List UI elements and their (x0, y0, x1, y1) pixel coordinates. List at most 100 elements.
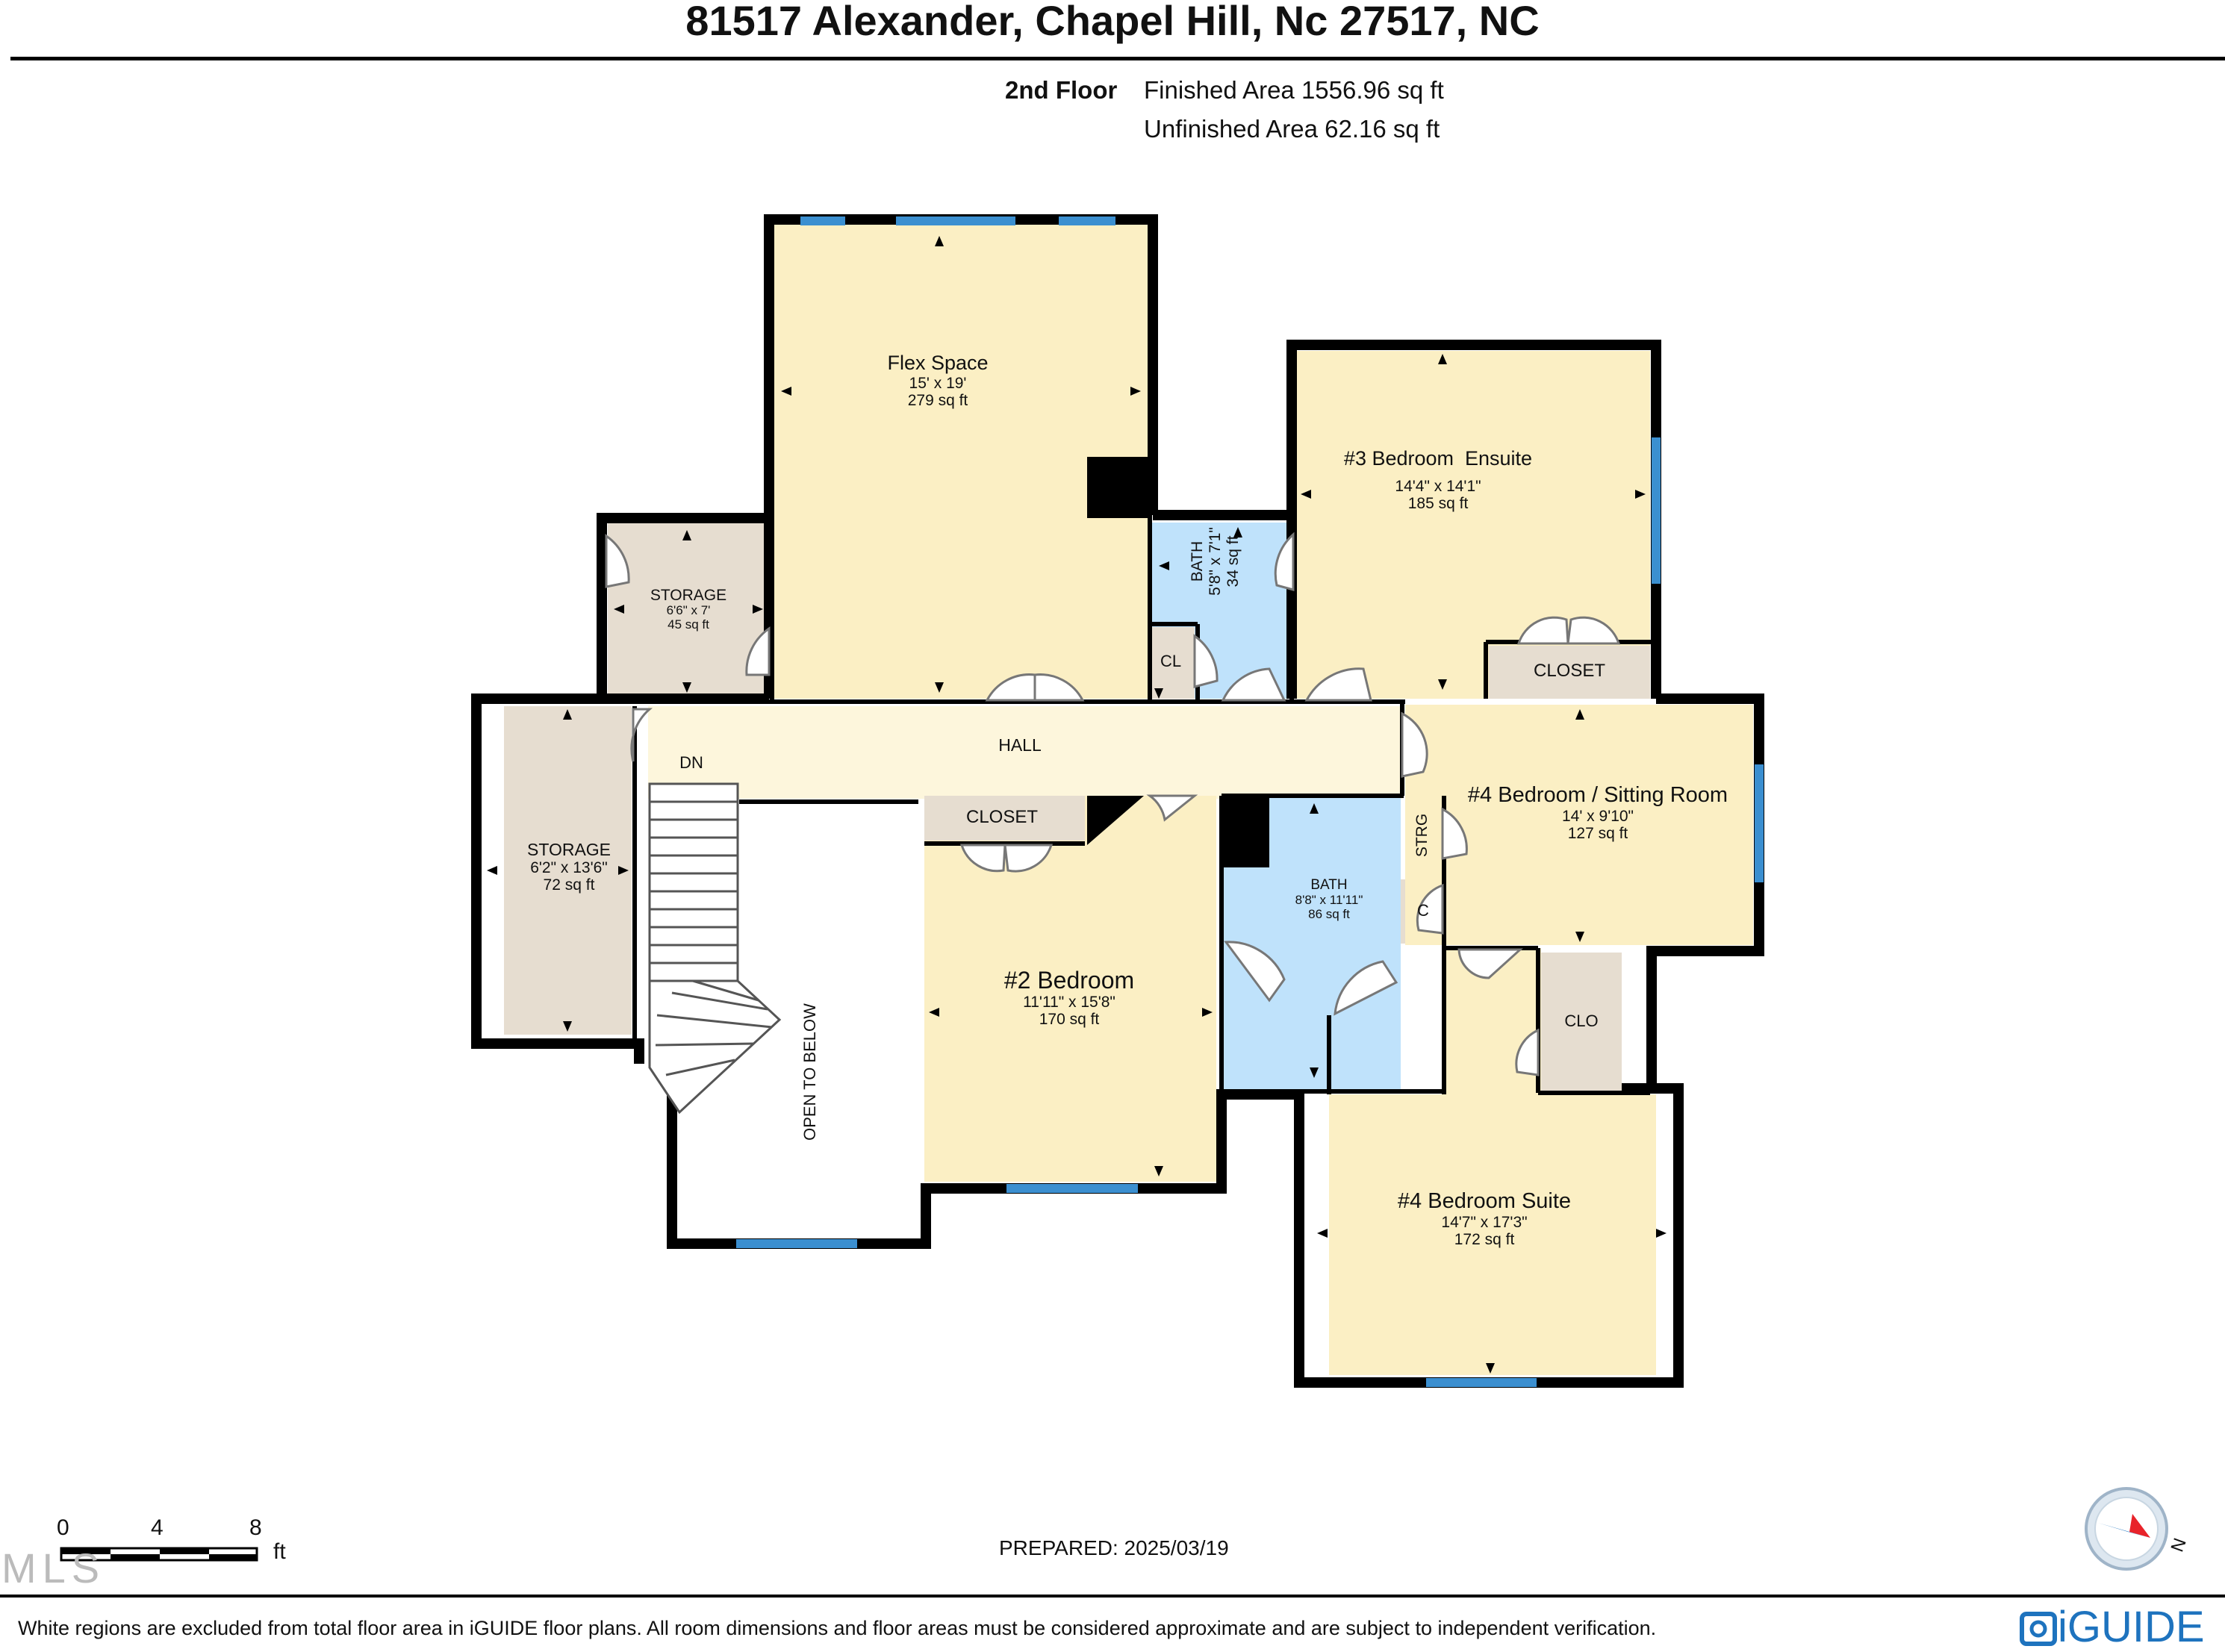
flex-space-fill (774, 224, 1148, 699)
room-closet-bed3: CLOSET (1533, 661, 1606, 681)
room-bath-top-area: 34 sq ft (1224, 535, 1242, 587)
room-name: #3 Bedroom Ensuite (1343, 447, 1533, 470)
room-dims: 15' x 19' (909, 374, 967, 392)
door-swing-icon (745, 626, 771, 676)
room-area: 72 sq ft (543, 876, 595, 894)
door-swing-icon (1441, 807, 1468, 860)
door-swing-icon (1457, 948, 1523, 979)
closet-bed3-fill (1489, 646, 1650, 699)
storage-top-fill (608, 523, 771, 699)
room-storage-left: STORAGE 6'2" x 13'6" 72 sq ft (526, 840, 612, 894)
compass-icon (2085, 1487, 2168, 1571)
room-cl-top: CL (1160, 652, 1182, 670)
room-area: 127 sq ft (1567, 824, 1628, 842)
wall-left-outer (471, 693, 769, 1064)
iguide-brand: iGUIDE (2058, 1603, 2205, 1651)
door-swing-icon (1515, 1028, 1540, 1076)
door-swing-icon (1033, 673, 1085, 702)
room-name: #4 Bedroom / Sitting Room (1467, 783, 1728, 807)
room-c-mid: C (1417, 901, 1429, 920)
closet-bed2-corner (1087, 796, 1144, 845)
room-name: BATH (1310, 877, 1348, 893)
room-hall: HALL (998, 735, 1042, 755)
room-dims: 11'11" x 15'8" (1023, 994, 1115, 1012)
mls-watermark: MLS (1, 1545, 106, 1592)
door-swing-icon (1334, 960, 1398, 1016)
dimension-arrows (487, 236, 1667, 1374)
room-area: 185 sq ft (1407, 494, 1469, 512)
room-bath-top-name: BATH (1189, 540, 1206, 582)
door-swing-icon (1221, 667, 1286, 702)
header-rule (10, 57, 2225, 60)
interior-walls (632, 515, 1653, 1095)
door-swing-icon (1304, 667, 1372, 702)
room-clo: CLO (1564, 1012, 1599, 1030)
room-dims: 6'6" x 7' (666, 603, 711, 618)
room-name: STORAGE (650, 587, 727, 604)
clo-fill (1541, 953, 1622, 1091)
door-swing-icon (959, 844, 1006, 873)
room-dims: 14'7" x 17'3" (1441, 1213, 1528, 1231)
room-bed4-suite: #4 Bedroom Suite 14'7" x 17'3" 172 sq ft (1397, 1189, 1572, 1248)
hall-fill (648, 706, 1402, 799)
doors (605, 532, 1621, 1076)
page-title: 81517 Alexander, Chapel Hill, Nc 27517, … (685, 0, 1540, 44)
room-name: #2 Bedroom (1003, 967, 1135, 994)
room-dims: 8'8" x 11'11" (1295, 892, 1363, 907)
room-bath-top-dims: 5'8" x 7'1" (1207, 527, 1224, 596)
door-swing-icon (605, 534, 630, 588)
stairs-icon (648, 782, 782, 1115)
room-area: 45 sq ft (668, 617, 709, 632)
scale-tick-0: 0 (57, 1515, 69, 1540)
room-bed4-sitting: #4 Bedroom / Sitting Room 14' x 9'10" 12… (1467, 783, 1728, 842)
room-bed3: #3 Bedroom Ensuite 14'4" x 14'1" 185 sq … (1343, 447, 1533, 512)
room-dims: 14' x 9'10" (1561, 807, 1634, 825)
unfinished-area: Unfinished Area 62.16 sq ft (1144, 115, 1440, 143)
wall-storage-top (597, 513, 769, 699)
door-swing-icon (1224, 941, 1286, 1003)
room-open-below: OPEN TO BELOW (800, 1003, 819, 1141)
finished-area: Finished Area 1556.96 sq ft (1144, 76, 1444, 104)
room-bed2: #2 Bedroom 11'11" x 15'8" 170 sq ft (1004, 967, 1134, 1028)
door-swing-icon (1401, 711, 1428, 778)
room-dims: 14'4" x 14'1" (1395, 477, 1481, 495)
chimney-bath (1223, 796, 1269, 867)
door-swing-icon (630, 708, 653, 762)
prepared-date: PREPARED: 2025/03/19 (999, 1536, 1229, 1559)
wall-bed4-sitting (1646, 693, 1764, 1088)
scale-tick-8: 8 (249, 1515, 262, 1540)
door-swing-icon (1193, 634, 1219, 688)
room-area: 86 sq ft (1308, 906, 1350, 921)
door-swing-icon (1516, 616, 1569, 645)
windows (736, 216, 1764, 1387)
room-name: Flex Space (887, 352, 989, 374)
door-swing-icon (1146, 794, 1198, 822)
room-bath-mid: BATH 8'8" x 11'11" 86 sq ft (1295, 877, 1363, 921)
storage-left-fill (504, 706, 632, 1035)
room-area: 170 sq ft (1039, 1011, 1100, 1029)
scale-tick-4: 4 (151, 1515, 164, 1540)
disclaimer: White regions are excluded from total fl… (18, 1617, 1657, 1639)
footer-rule (0, 1595, 2225, 1598)
scale-bar (60, 1547, 258, 1562)
stairs-dn-label: DN (679, 753, 703, 772)
room-name: STORAGE (526, 840, 612, 859)
bed4-sitting-fill (1405, 705, 1753, 945)
room-closet-bed2: CLOSET (965, 807, 1039, 827)
chimney-flex (1087, 457, 1148, 518)
room-storage-top: STORAGE 6'6" x 7' 45 sq ft (650, 587, 726, 632)
cl-top-fill (1150, 627, 1195, 699)
bed4-suite-fill (1329, 1094, 1656, 1375)
scale-unit: ft (273, 1539, 286, 1564)
room-flex-space: Flex Space 15' x 19' 279 sq ft (887, 352, 988, 409)
floor-label: 2nd Floor (1005, 76, 1118, 104)
room-strg: STRG (1413, 813, 1431, 858)
room-dims: 6'2" x 13'6" (530, 859, 608, 877)
room-area: 279 sq ft (907, 391, 968, 409)
room-area: 172 sq ft (1454, 1230, 1515, 1248)
iguide-logo-icon (2020, 1612, 2057, 1646)
door-swing-icon (1003, 844, 1054, 873)
door-swing-icon (1274, 532, 1295, 591)
room-name: #4 Bedroom Suite (1397, 1189, 1572, 1213)
door-swing-icon (1566, 616, 1621, 645)
